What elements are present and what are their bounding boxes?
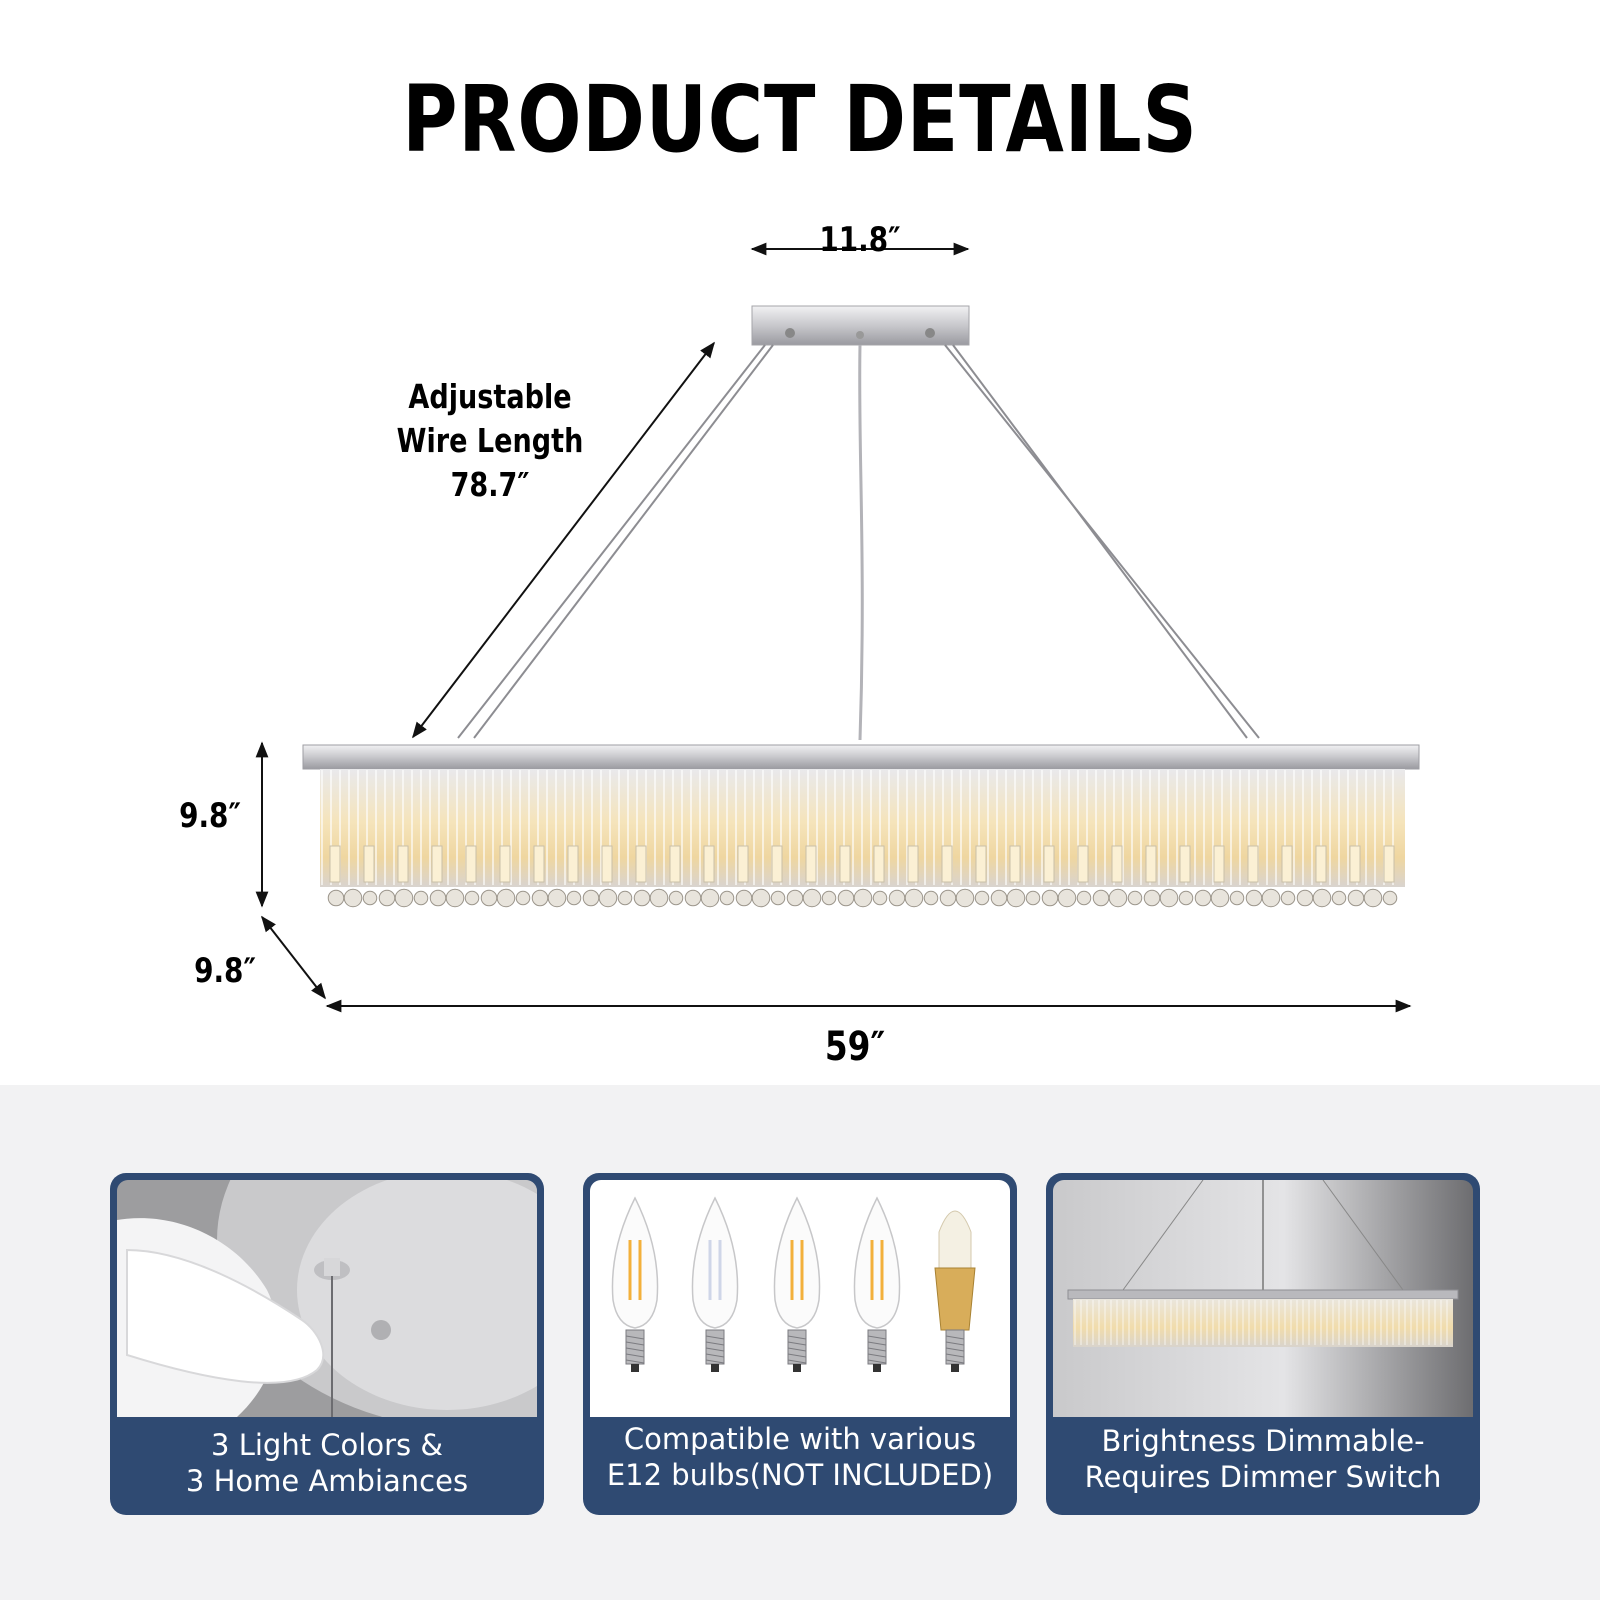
caption-line: Brightness Dimmable- bbox=[1101, 1424, 1425, 1458]
fixture-top-bar bbox=[302, 744, 1420, 770]
canopy-screw bbox=[785, 328, 795, 338]
double-arrow-icon bbox=[261, 915, 326, 1000]
bulb-icon bbox=[691, 1196, 739, 1372]
caption-line: 3 Home Ambiances bbox=[185, 1464, 469, 1498]
wire-label-line: Adjustable bbox=[408, 377, 572, 416]
installation-photo bbox=[117, 1180, 537, 1417]
feature-card-light-colors: 3 Light Colors & 3 Home Ambiances bbox=[110, 1173, 544, 1515]
chandelier-illustration bbox=[255, 242, 1420, 1013]
bulb-icon bbox=[611, 1196, 659, 1372]
canopy-screw bbox=[925, 328, 935, 338]
canopy-width-label: 11.8″ bbox=[819, 220, 901, 260]
suspension-wire bbox=[944, 344, 1260, 739]
bulb-icon bbox=[773, 1196, 821, 1372]
caption-line: Compatible with various bbox=[623, 1422, 977, 1456]
canopy bbox=[751, 305, 970, 346]
caption-line: 3 Light Colors & bbox=[211, 1428, 443, 1462]
bulb-lineup bbox=[590, 1180, 1010, 1417]
feature-card-dimmable: Brightness Dimmable- Requires Dimmer Swi… bbox=[1046, 1173, 1480, 1515]
wire-label-line: 78.7″ bbox=[450, 465, 530, 504]
wire-label-line: Wire Length bbox=[396, 421, 584, 460]
page-title: PRODUCT DETAILS bbox=[402, 66, 1198, 173]
suspension-wire bbox=[952, 344, 1248, 739]
feature-caption: Compatible with various E12 bulbs(NOT IN… bbox=[583, 1421, 1017, 1493]
feature-caption: Brightness Dimmable- Requires Dimmer Swi… bbox=[1046, 1423, 1480, 1495]
height-label: 9.8″ bbox=[179, 796, 241, 836]
wire-length-label: Adjustable Wire Length 78.7″ bbox=[383, 375, 596, 507]
crystal-strands bbox=[321, 770, 1395, 885]
double-arrow-icon bbox=[412, 341, 715, 739]
feature-caption: 3 Light Colors & 3 Home Ambiances bbox=[110, 1427, 544, 1499]
caption-line: E12 bulbs(NOT INCLUDED) bbox=[606, 1458, 994, 1492]
bulb-icon bbox=[934, 1210, 976, 1372]
width-label: 59″ bbox=[824, 1024, 886, 1070]
canopy-screw bbox=[856, 331, 864, 339]
crystal-drops bbox=[327, 888, 1398, 908]
caption-line: Requires Dimmer Switch bbox=[1084, 1460, 1442, 1494]
bulb-icon bbox=[853, 1196, 901, 1372]
feature-card-compatible-bulbs: Compatible with various E12 bulbs(NOT IN… bbox=[583, 1173, 1017, 1515]
depth-label: 9.8″ bbox=[194, 951, 256, 991]
power-cord bbox=[858, 344, 864, 741]
dimmable-photo bbox=[1053, 1180, 1473, 1417]
